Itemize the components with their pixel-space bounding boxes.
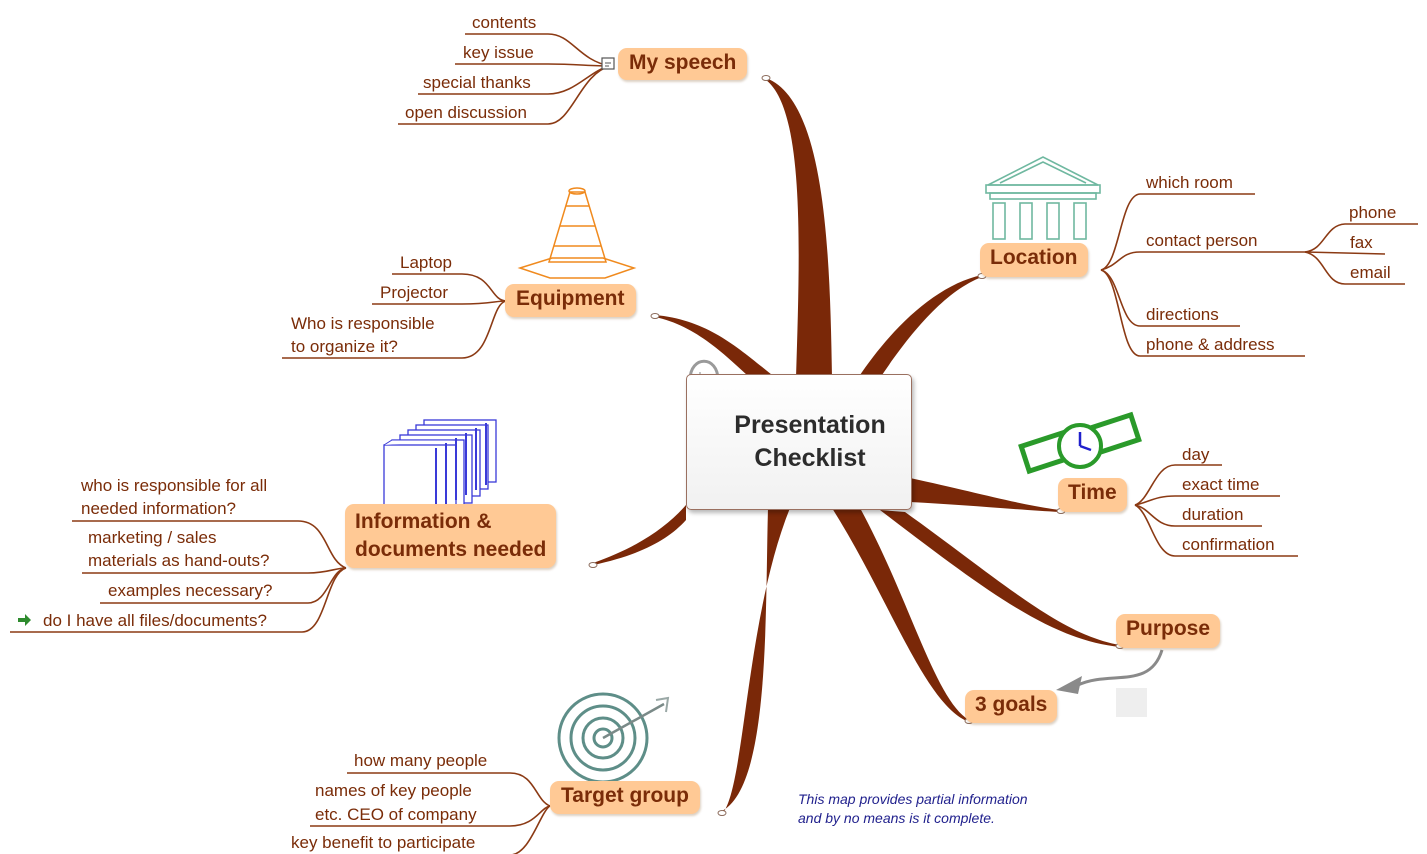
leaf-phone-address[interactable]: phone & address (1146, 335, 1275, 354)
branch-target-group (720, 508, 790, 814)
leaf-key-benefit[interactable]: key benefit to participate (291, 833, 476, 852)
central-topic-line-2: Checklist (754, 444, 866, 472)
arrowhead-icon (1056, 676, 1082, 694)
sub-branches (10, 33, 1418, 854)
sticky-note[interactable] (1116, 688, 1147, 717)
leaf-laptop[interactable]: Laptop (400, 253, 452, 272)
leaf-exact-time[interactable]: exact time (1182, 475, 1260, 494)
main-branches (593, 78, 1120, 814)
leaf-marketing-1[interactable]: marketing / sales (88, 528, 217, 547)
leaf-phone[interactable]: phone (1349, 203, 1397, 222)
topic-time-label: Time (1068, 481, 1117, 504)
leaf-special-thanks[interactable]: special thanks (423, 73, 531, 92)
leaf-directions[interactable]: directions (1146, 305, 1219, 324)
topic-my-speech-label: My speech (629, 51, 737, 74)
leaf-key-people-1[interactable]: names of key people (315, 781, 472, 800)
branch-location (858, 275, 982, 384)
leaf-key-issue[interactable]: key issue (463, 43, 534, 62)
topic-my-speech[interactable]: My speech (618, 48, 748, 80)
branch-purpose (880, 510, 1120, 647)
note-icon (601, 57, 615, 70)
leaf-who-responsible-1[interactable]: Who is responsible (291, 314, 435, 333)
leaf-contact-person[interactable]: contact person (1146, 231, 1258, 250)
leaf-examples[interactable]: examples necessary? (108, 581, 273, 600)
leaf-projector[interactable]: Projector (380, 283, 449, 302)
leaf-open-discussion[interactable]: open discussion (405, 103, 527, 122)
footnote-line-2: and by no means is it complete. (798, 810, 995, 826)
branch-equipment (655, 315, 776, 385)
clock-icon (1018, 411, 1142, 475)
leaf-who-responsible-info-1[interactable]: who is responsible for all (81, 476, 268, 495)
central-topic-line-1: Presentation (734, 411, 886, 439)
topic-target-group[interactable]: Target group (550, 781, 700, 814)
branch-goals (832, 508, 969, 722)
topic-location-label: Location (990, 246, 1078, 269)
topic-location[interactable]: Location (980, 243, 1088, 277)
topic-information[interactable]: Information & documents needed (345, 504, 557, 568)
topic-purpose-label: Purpose (1126, 617, 1211, 640)
leaf-who-responsible-2[interactable]: to organize it? (291, 337, 398, 356)
dartboard-icon (557, 692, 670, 784)
topic-3-goals[interactable]: 3 goals (965, 690, 1058, 723)
footnote-line-1: This map provides partial information (798, 791, 1028, 807)
leaf-email[interactable]: email (1350, 263, 1391, 282)
topic-3-goals-label: 3 goals (975, 693, 1048, 716)
topic-information-label-2: documents needed (355, 538, 547, 561)
leaf-who-responsible-info-2[interactable]: needed information? (81, 499, 237, 518)
topic-purpose[interactable]: Purpose (1116, 614, 1221, 648)
leaf-which-room[interactable]: which room (1146, 173, 1233, 192)
leaf-how-many-people[interactable]: how many people (354, 751, 488, 770)
topic-equipment[interactable]: Equipment (505, 284, 636, 317)
topic-equipment-label: Equipment (516, 287, 625, 310)
leaf-duration[interactable]: duration (1182, 505, 1244, 524)
branch-information (593, 505, 686, 565)
traffic-cone-icon (517, 187, 637, 279)
binders-icon (383, 419, 497, 511)
arrow-icon (1077, 649, 1164, 687)
topic-information-label-1: Information & (355, 510, 492, 533)
central-topic[interactable]: Presentation Checklist (686, 374, 912, 510)
building-icon (985, 156, 1101, 240)
topic-target-group-label: Target group (561, 784, 689, 807)
leaf-marketing-2[interactable]: materials as hand-outs? (88, 551, 270, 570)
leaf-fax[interactable]: fax (1350, 233, 1373, 252)
green-arrow-icon (18, 614, 31, 626)
topic-time[interactable]: Time (1058, 478, 1127, 512)
leaf-contents[interactable]: contents (472, 13, 537, 32)
branch-my-speech (766, 78, 832, 378)
leaf-confirmation[interactable]: confirmation (1182, 535, 1275, 554)
branch-time (910, 478, 1060, 512)
leaf-key-people-2[interactable]: etc. CEO of company (315, 805, 477, 824)
leaf-all-files[interactable]: do I have all files/documents? (43, 611, 267, 630)
footnote: This map provides partial information an… (798, 790, 1028, 828)
leaf-day[interactable]: day (1182, 445, 1210, 464)
